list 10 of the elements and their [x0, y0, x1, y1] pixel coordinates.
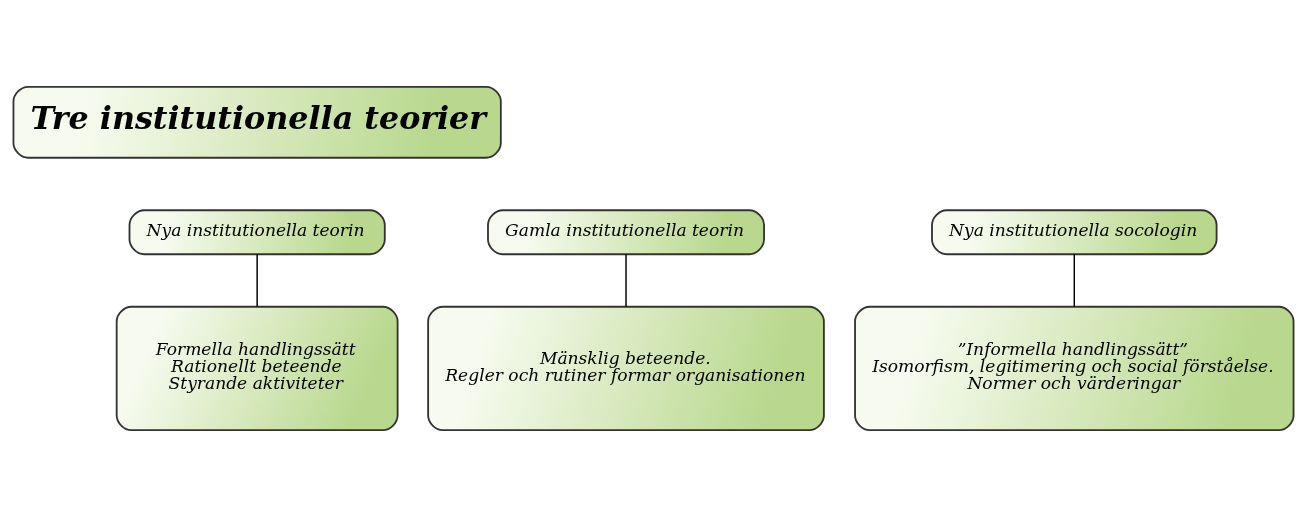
- node-box: Tre institutionella teorier: [12, 85, 502, 159]
- node-box: Mänsklig beteende. Regler och rutiner formar organisationen: [427, 305, 825, 431]
- node-box: Nya institutionella teorin: [128, 208, 386, 255]
- connector: [256, 253, 258, 307]
- connector: [1073, 253, 1076, 307]
- connector: [625, 253, 627, 307]
- node-box: Formella handlingssätt Rationellt beteende Styrande aktiviteter: [115, 305, 399, 431]
- node-box: Gamla institutionella teorin: [487, 208, 765, 255]
- node-box: Nya institutionella socologin: [931, 208, 1218, 255]
- node-box: ”Informella handlingssätt” Isomorfism, legitimering och social förståelse. Normer och värderingar: [854, 305, 1295, 431]
